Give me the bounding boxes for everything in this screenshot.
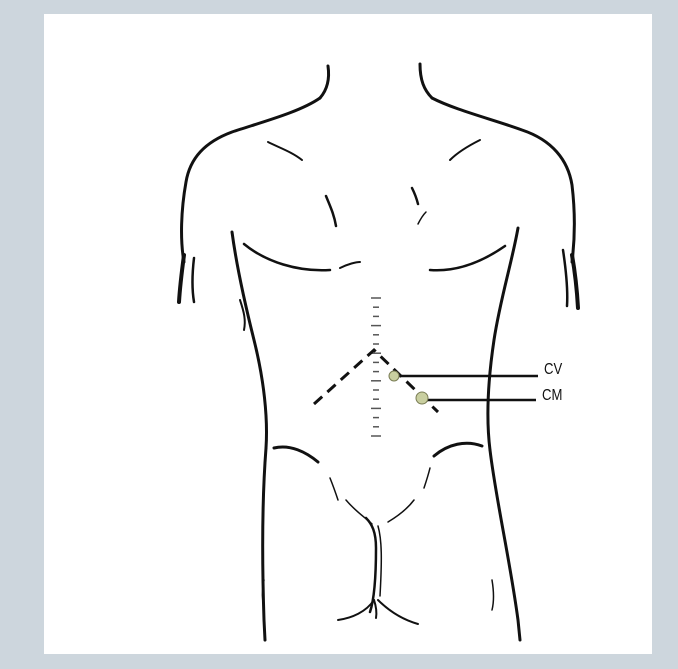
neck-left-outline bbox=[320, 66, 329, 98]
left-buttock-fold bbox=[338, 600, 374, 620]
right-torso-side bbox=[488, 228, 518, 450]
right-arm-inner bbox=[563, 250, 567, 306]
left-upper-chest-mark bbox=[326, 196, 336, 226]
right-arm-outer bbox=[572, 255, 578, 308]
gluteal-cleft-right bbox=[378, 526, 381, 596]
right-scapula-lower bbox=[430, 246, 505, 270]
spine-markings bbox=[371, 298, 381, 436]
left-iliac-crest bbox=[274, 447, 318, 462]
left-scapula-tip bbox=[340, 262, 360, 268]
cv-label: CV bbox=[544, 362, 562, 378]
sacrum-right-line bbox=[388, 500, 414, 522]
right-shoulder-outline bbox=[432, 98, 574, 262]
right-waist-mark bbox=[424, 468, 430, 488]
left-arm-outer bbox=[179, 255, 184, 302]
right-torso-lower bbox=[490, 450, 520, 640]
left-torso-side bbox=[232, 232, 267, 448]
right-buttock-fold bbox=[378, 600, 418, 624]
neck-right-outline bbox=[420, 64, 432, 98]
right-upper-chest-mark-2 bbox=[418, 212, 426, 224]
left-scapula-lower bbox=[244, 244, 330, 270]
left-waist-mark bbox=[330, 478, 338, 500]
right-clavicle-mark bbox=[450, 140, 480, 160]
gluteal-cleft-left bbox=[366, 518, 376, 612]
left-torso-lower bbox=[263, 448, 266, 640]
cv-point bbox=[389, 371, 399, 381]
left-shoulder-outline bbox=[182, 98, 320, 262]
cm-label: CM bbox=[542, 388, 562, 404]
left-clavicle-mark bbox=[268, 142, 302, 160]
buttock-crease-center bbox=[374, 600, 376, 618]
cm-point bbox=[416, 392, 428, 404]
right-hip-mark bbox=[492, 580, 494, 610]
right-upper-chest-mark bbox=[412, 188, 418, 204]
right-iliac-crest bbox=[434, 443, 482, 456]
left-arm-inner bbox=[193, 258, 195, 302]
